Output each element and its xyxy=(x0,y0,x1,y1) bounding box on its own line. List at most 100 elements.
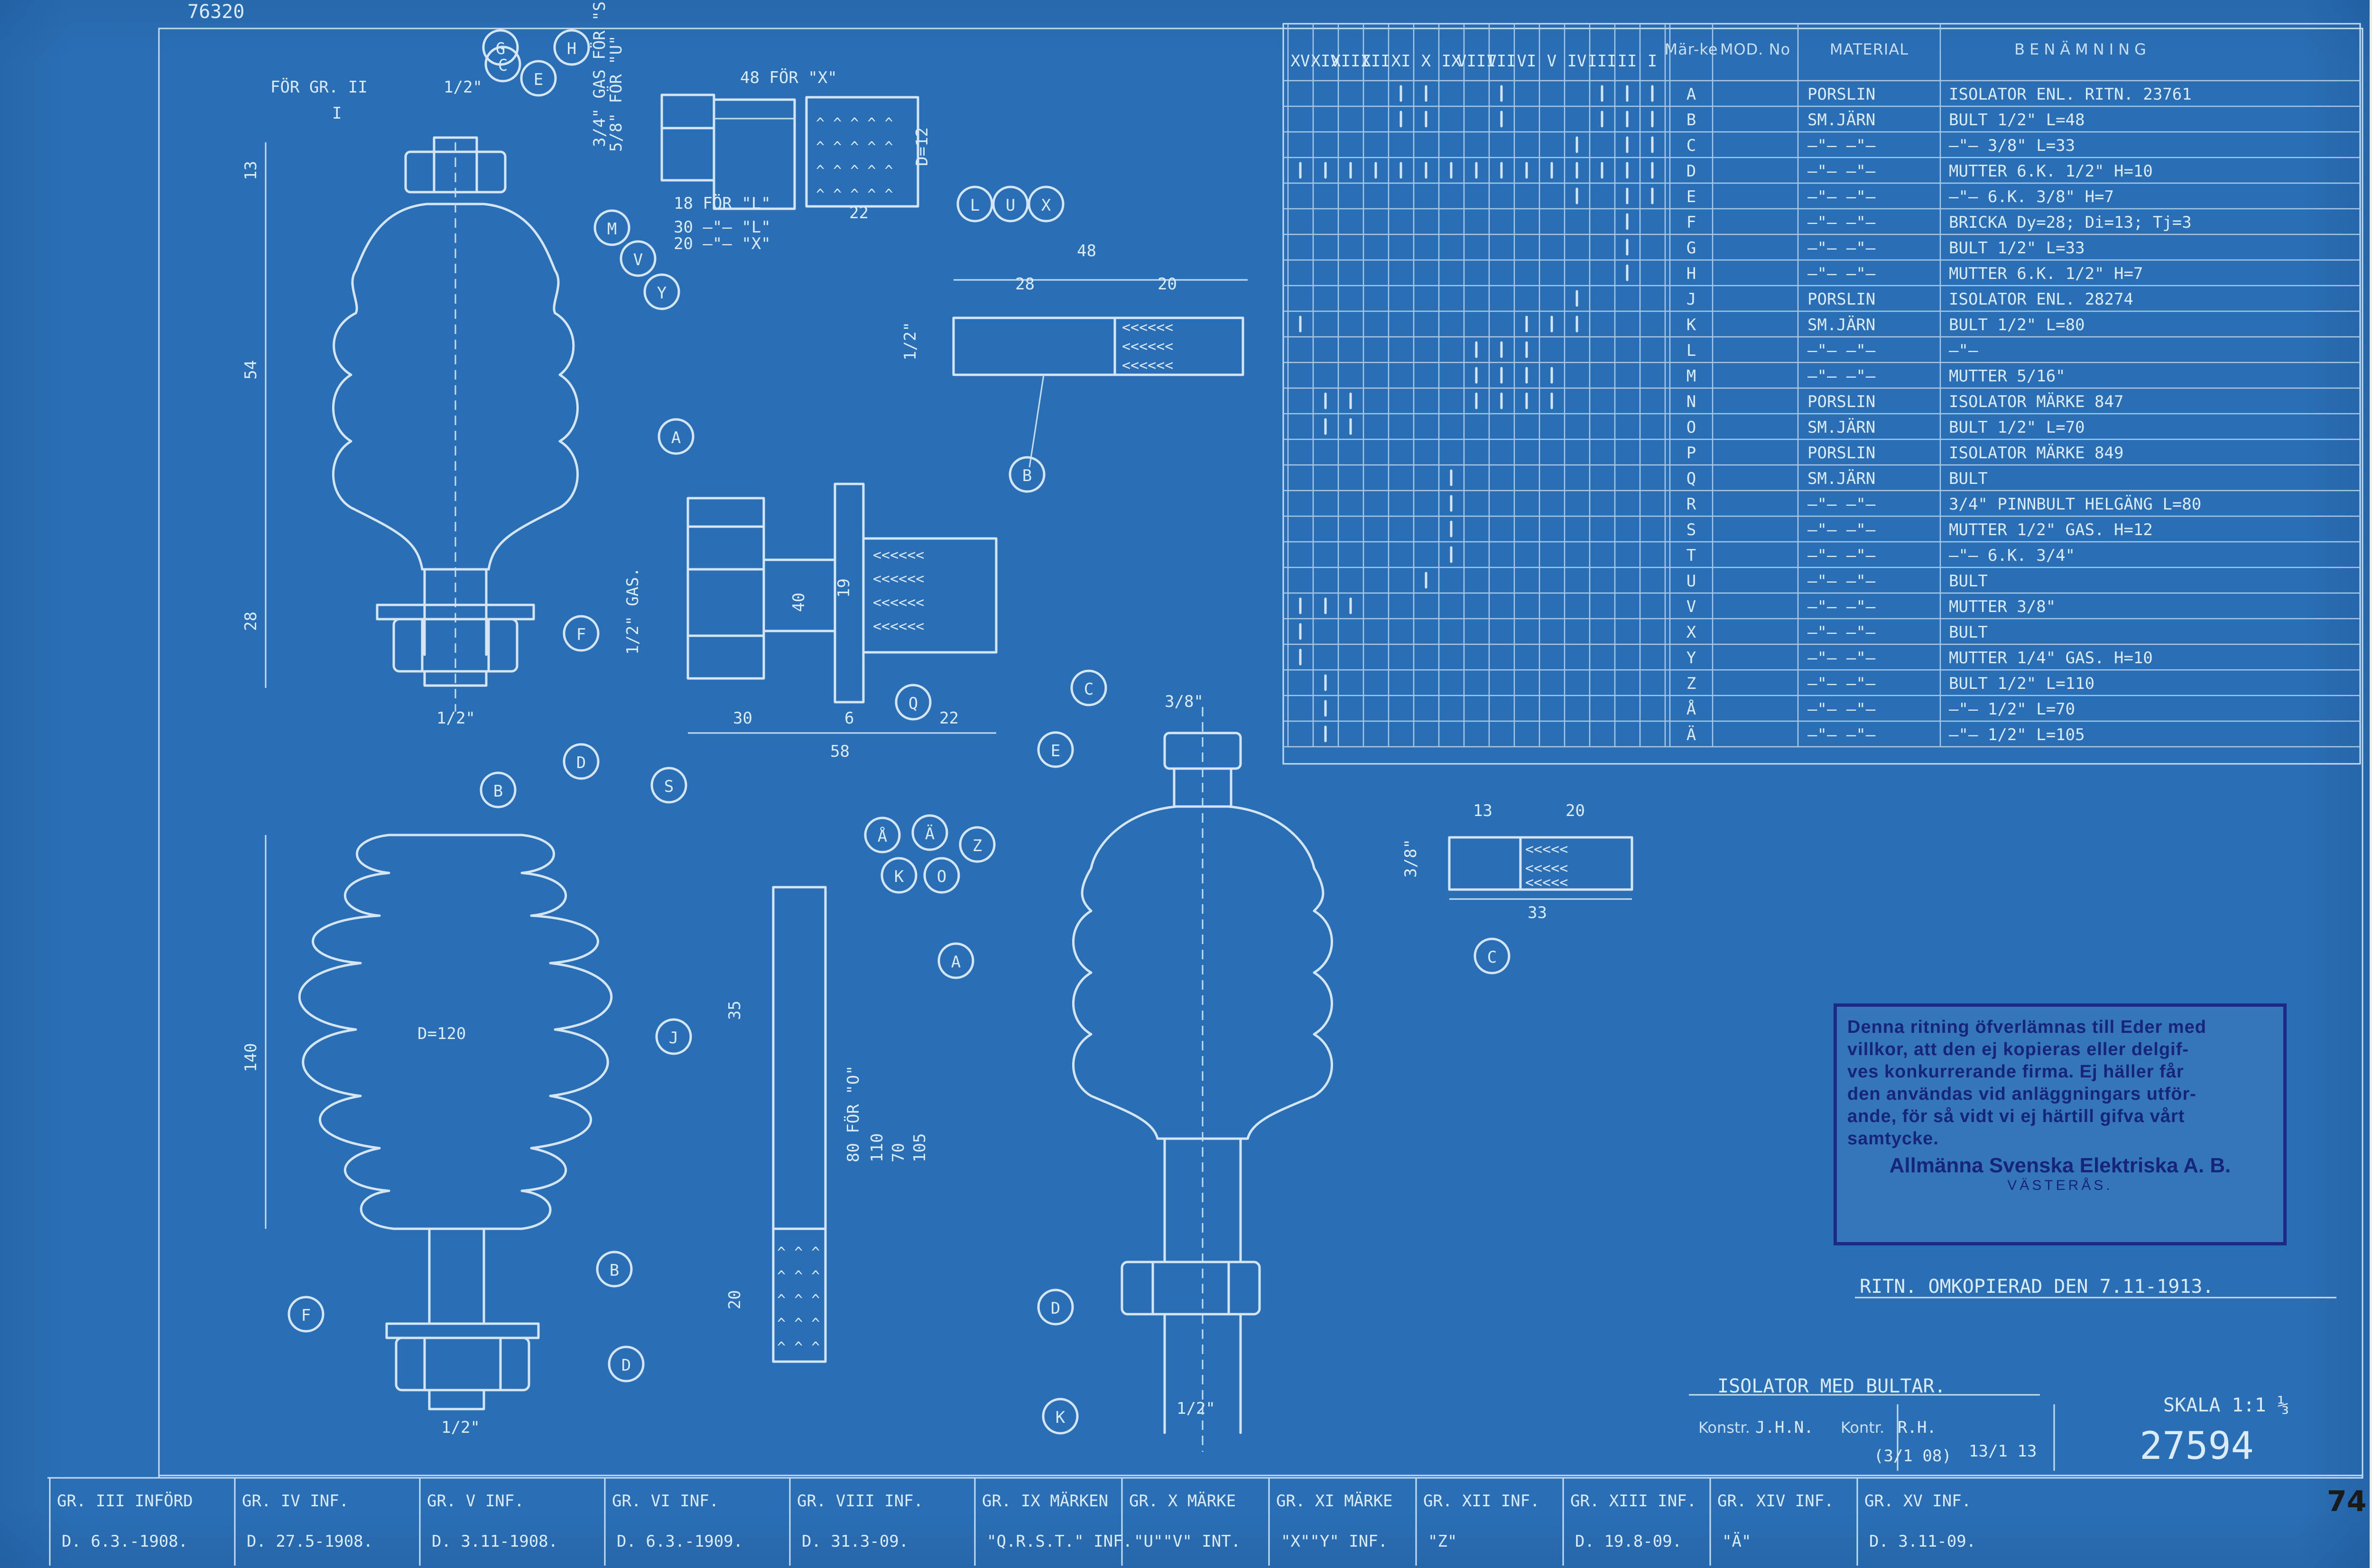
row-name: BULT xyxy=(1949,623,1988,642)
row-material: —"— —"— xyxy=(1807,495,1876,514)
svg-text:Z: Z xyxy=(973,836,982,855)
row-material: —"— —"— xyxy=(1807,674,1876,693)
table-header-col_mod: MOD. No xyxy=(1720,40,1790,58)
svg-text:F: F xyxy=(301,1306,311,1325)
svg-text:^ ^ ^ ^ ^: ^ ^ ^ ^ ^ xyxy=(816,115,893,132)
bolt-detail-c: 13 20 <<<<<<<<<<<<<<< 3/8" 33 xyxy=(1401,801,1633,922)
row-material: —"— —"— xyxy=(1807,213,1876,232)
callout-G: G xyxy=(482,29,519,66)
row-material: —"— —"— xyxy=(1807,239,1876,258)
callout-S: S xyxy=(650,767,687,804)
row-marke: T xyxy=(1686,546,1696,565)
svg-text:X: X xyxy=(1041,196,1051,215)
svg-text:<<<<<<: <<<<<< xyxy=(1122,357,1173,374)
svg-text:K: K xyxy=(894,867,904,886)
table-header-col_name: BENÄMNING xyxy=(2014,40,2151,58)
row-material: —"— —"— xyxy=(1807,264,1876,283)
svg-text:^ ^ ^: ^ ^ ^ xyxy=(777,1339,820,1356)
row-material: —"— —"— xyxy=(1807,341,1876,360)
svg-text:H: H xyxy=(567,39,576,58)
row-marke: Ä xyxy=(1686,725,1696,744)
row-material: PORSLIN xyxy=(1807,85,1875,104)
row-marke: O xyxy=(1686,418,1696,437)
callout-C: C xyxy=(1473,937,1510,974)
isolator-assembly-bottom-left: D=120 140 1/2" xyxy=(241,834,613,1437)
svg-text:L: L xyxy=(970,196,980,215)
svg-text:1/2" GAS.: 1/2" GAS. xyxy=(623,567,642,655)
svg-text:U: U xyxy=(1006,196,1015,215)
svg-text:A: A xyxy=(951,953,961,972)
stamp-line: Denna ritning öfverlämnas till Eder med xyxy=(1847,1017,2206,1037)
row-name: BULT 1/2" L=110 xyxy=(1949,674,2094,693)
svg-text:C: C xyxy=(1487,948,1497,967)
row-name: BULT 1/2" L=70 xyxy=(1949,418,2085,437)
callout-O: O xyxy=(923,857,960,894)
callout-B: B xyxy=(596,1251,633,1288)
group-header: III xyxy=(1587,52,1616,71)
revision-entry: GR. VI INF.D. 6.3.-1909. xyxy=(604,1478,743,1566)
row-name: —"— 3/8" L=33 xyxy=(1949,136,2075,155)
row-name: ISOLATOR ENL. 28274 xyxy=(1949,290,2133,309)
callout-A: A xyxy=(937,942,974,979)
revision-entry: GR. XIV INF."Ä" xyxy=(1709,1478,1834,1566)
revision-entry: GR. IX MÄRKEN"Q.R.S.T." INF. xyxy=(974,1478,1132,1566)
svg-text:D. 27.5-1908.: D. 27.5-1908. xyxy=(247,1532,373,1551)
group-header: XII xyxy=(1361,52,1390,71)
callout-Q: Q xyxy=(895,684,932,721)
svg-text:20 —"— "X": 20 —"— "X" xyxy=(674,234,771,253)
row-name: BULT 1/2" L=33 xyxy=(1949,239,2085,258)
group-header: VI xyxy=(1517,52,1537,71)
row-marke: Y xyxy=(1686,649,1696,668)
svg-text:1/2": 1/2" xyxy=(441,1418,480,1437)
row-marke: L xyxy=(1686,341,1696,360)
row-marke: Q xyxy=(1686,469,1696,488)
recopy-note: RITN. OMKOPIERAD DEN 7.11-1913. xyxy=(1860,1276,2214,1298)
svg-text:<<<<<<: <<<<<< xyxy=(873,594,924,611)
callout-M: M xyxy=(593,209,630,246)
svg-text:^ ^ ^ ^ ^: ^ ^ ^ ^ ^ xyxy=(816,139,893,156)
group-header: X xyxy=(1421,52,1431,71)
row-name: BULT 1/2" L=80 xyxy=(1949,315,2085,334)
group-header: IX xyxy=(1442,52,1461,71)
svg-text:GR. III INFÖRD: GR. III INFÖRD xyxy=(57,1491,193,1511)
callout-X: X xyxy=(1028,186,1065,223)
svg-text:^ ^ ^: ^ ^ ^ xyxy=(777,1244,820,1261)
revision-entry: GR. IV INF.D. 27.5-1908. xyxy=(234,1478,373,1566)
row-name: ISOLATOR MÄRKE 847 xyxy=(1949,392,2123,411)
scale-label: SKALA 1:1 ⅓ xyxy=(2163,1394,2289,1416)
callout-H: H xyxy=(553,29,590,66)
svg-text:J: J xyxy=(669,1029,678,1048)
svg-text:D. 6.3.-1909.: D. 6.3.-1909. xyxy=(617,1532,743,1551)
callout-K: K xyxy=(1042,1398,1079,1435)
stamp-line: den användas vid anläggningars utför- xyxy=(1847,1084,2196,1104)
table-header-col_marke: Mär-ke xyxy=(1665,40,1718,58)
svg-text:48 FÖR "X": 48 FÖR "X" xyxy=(740,68,837,87)
svg-text:F: F xyxy=(576,625,586,644)
svg-text:B: B xyxy=(493,782,503,801)
svg-text:B: B xyxy=(610,1261,619,1280)
callout-Z: Z xyxy=(959,826,996,863)
callout-L: L xyxy=(956,186,993,223)
row-marke: C xyxy=(1686,136,1696,155)
bolt-detail-ko: ^ ^ ^^ ^ ^^ ^ ^^ ^ ^^ ^ ^ 35 20 80 FÖR "… xyxy=(590,0,929,1363)
group-header: XIV xyxy=(1311,52,1340,71)
svg-text:^ ^ ^: ^ ^ ^ xyxy=(777,1316,820,1332)
row-marke: Z xyxy=(1686,674,1696,693)
row-material: —"— —"— xyxy=(1807,162,1876,181)
row-material: —"— —"— xyxy=(1807,187,1876,206)
svg-text:"Ä": "Ä" xyxy=(1722,1532,1751,1551)
row-marke: N xyxy=(1686,392,1696,411)
svg-text:GR. V INF.: GR. V INF. xyxy=(427,1492,524,1511)
svg-text:Kontr.: Kontr. xyxy=(1841,1419,1884,1437)
svg-text:E: E xyxy=(1051,742,1060,761)
row-marke: K xyxy=(1686,315,1696,334)
row-marke: U xyxy=(1686,572,1696,591)
row-marke: H xyxy=(1686,264,1696,283)
row-name: —"— 1/2" L=105 xyxy=(1949,725,2085,744)
row-marke: D xyxy=(1686,162,1696,181)
